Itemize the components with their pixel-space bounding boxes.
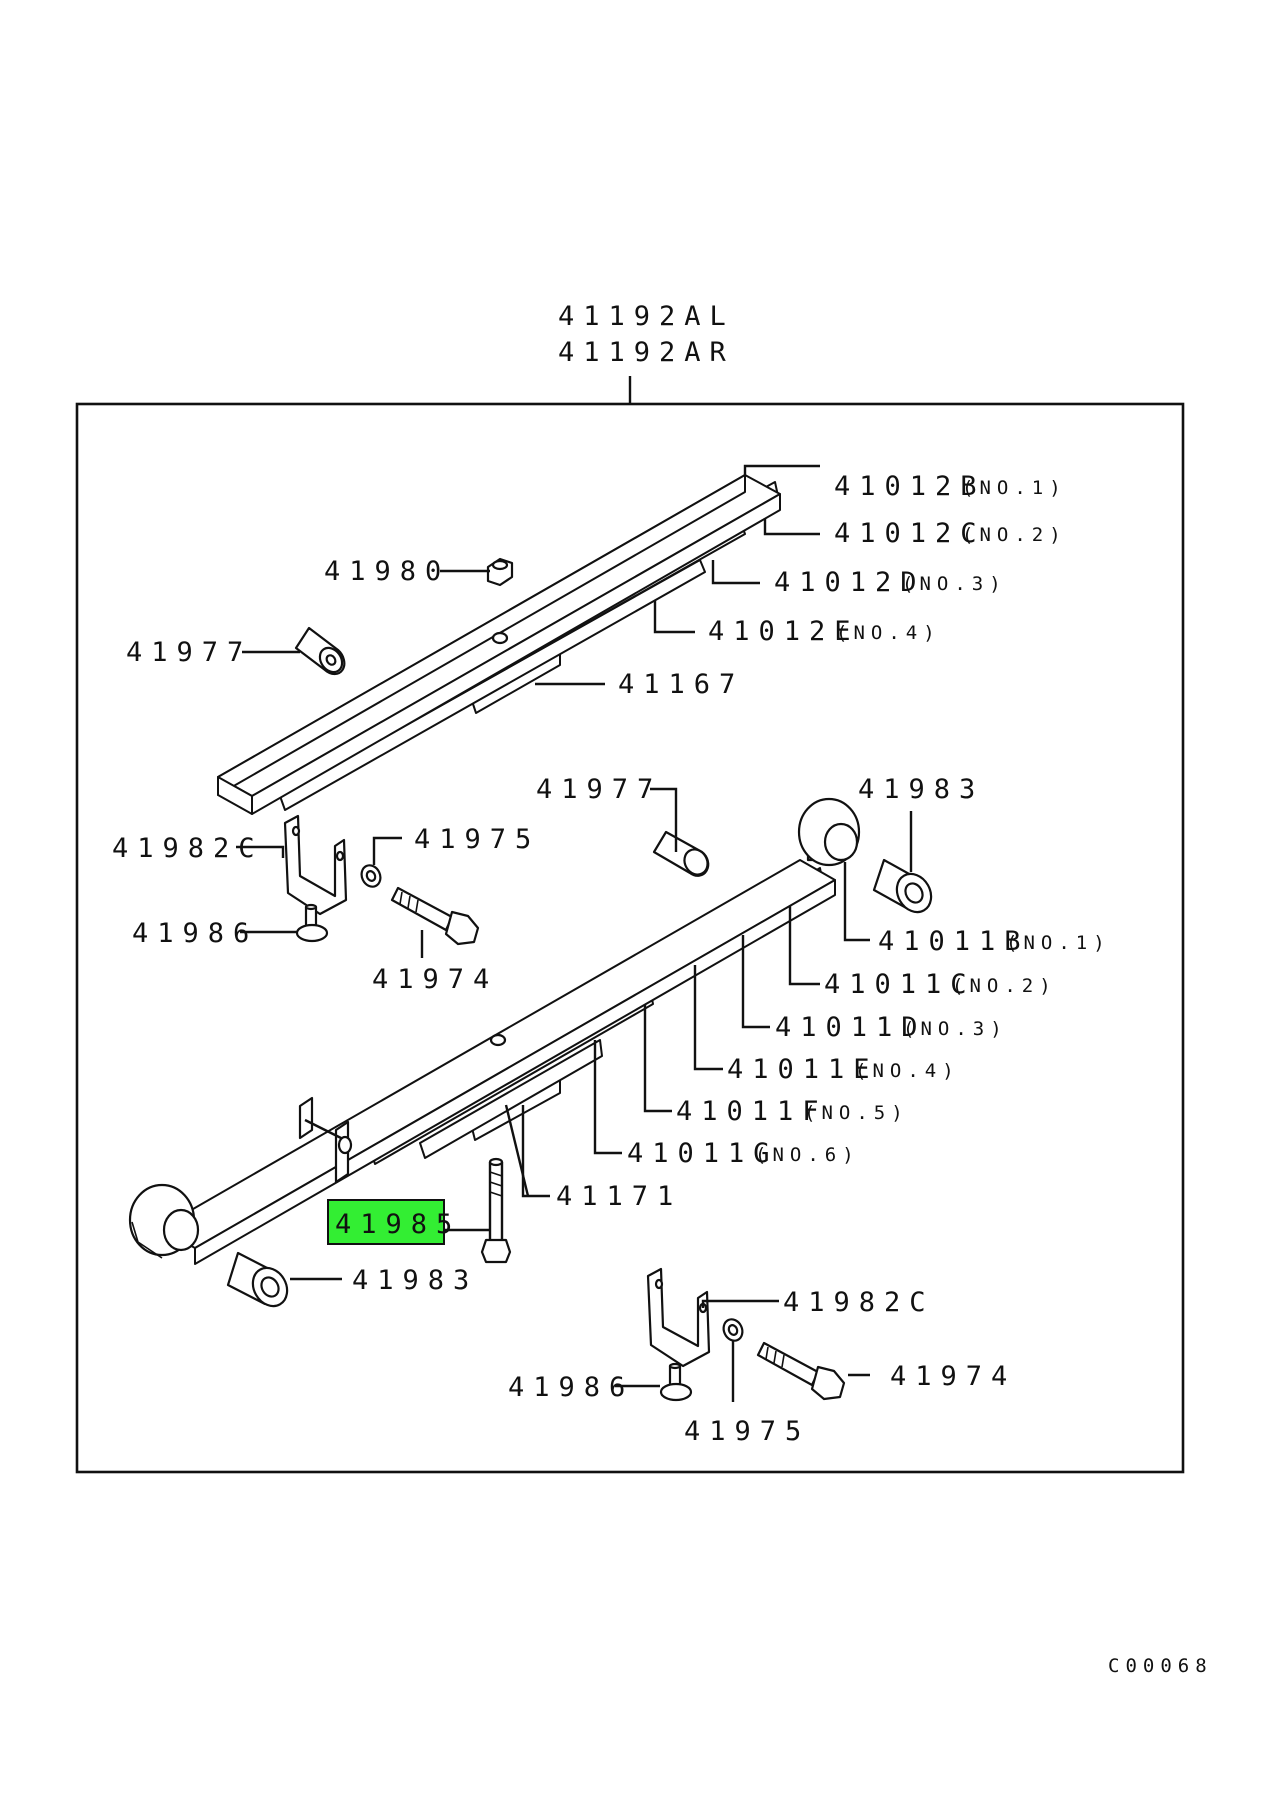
label-41986-left[interactable]: 41986 <box>132 918 258 949</box>
highlight-41985 <box>327 1199 445 1245</box>
label-41192AR[interactable]: 41192AR <box>558 337 735 368</box>
lower-leaf-spring <box>128 797 861 1265</box>
nut-41980-part <box>486 557 514 587</box>
label-41975-right[interactable]: 41975 <box>684 1416 810 1447</box>
label-41974-right[interactable]: 41974 <box>890 1361 1016 1392</box>
label-41012C[interactable]: 41012C <box>834 518 986 549</box>
label-41011F[interactable]: 41011F <box>676 1096 828 1127</box>
label-41977-lower[interactable]: 41977 <box>536 774 662 805</box>
leader-lines <box>236 464 913 1402</box>
label-41171[interactable]: 41171 <box>556 1181 682 1212</box>
label-41982C-left[interactable]: 41982C <box>112 833 264 864</box>
label-41012B-note: (NO.1) <box>962 477 1067 499</box>
center-bolt-41985-part <box>480 1157 512 1264</box>
bushing-41977-upper-part <box>294 626 346 676</box>
label-41980[interactable]: 41980 <box>324 556 450 587</box>
spacer-41977-lower-part <box>652 830 710 877</box>
label-41011B-note: (NO.1) <box>1006 932 1111 954</box>
label-41011B[interactable]: 41011B <box>878 926 1030 957</box>
label-41011C[interactable]: 41011C <box>824 969 976 1000</box>
label-41975-left[interactable]: 41975 <box>414 824 540 855</box>
label-41011G-note: (NO.6) <box>755 1144 860 1166</box>
label-41012D[interactable]: 41012D <box>774 567 926 598</box>
label-41011E-note: (NO.4) <box>855 1060 960 1082</box>
label-41011F-note: (NO.5) <box>804 1102 909 1124</box>
bushing-41983-right-part <box>872 858 933 914</box>
label-41986-right[interactable]: 41986 <box>508 1372 634 1403</box>
bushing-41983-left-part <box>226 1251 289 1308</box>
label-41011D[interactable]: 41011D <box>775 1012 927 1043</box>
label-41012C-note: (NO.2) <box>962 524 1067 546</box>
label-41011G[interactable]: 41011G <box>627 1138 779 1169</box>
label-41011C-note: (NO.2) <box>952 975 1057 997</box>
label-41985[interactable]: 41985 <box>335 1209 461 1240</box>
label-41012E-note: (NO.4) <box>836 622 941 644</box>
upper-leaf-spring <box>217 474 781 815</box>
spring-clip-mounted <box>298 1096 353 1184</box>
label-41012B[interactable]: 41012B <box>834 471 986 502</box>
label-41982C-right[interactable]: 41982C <box>783 1287 935 1318</box>
label-41167[interactable]: 41167 <box>618 669 744 700</box>
label-41192AL[interactable]: 41192AL <box>558 301 735 332</box>
label-41983-left[interactable]: 41983 <box>352 1265 478 1296</box>
label-41012E[interactable]: 41012E <box>708 616 860 647</box>
label-41012D-note: (NO.3) <box>902 573 1007 595</box>
label-41011D-note: (NO.3) <box>903 1018 1008 1040</box>
label-41974-left[interactable]: 41974 <box>372 964 498 995</box>
clip-right-parts <box>646 1267 846 1402</box>
label-41011E[interactable]: 41011E <box>727 1054 879 1085</box>
label-41977-upper[interactable]: 41977 <box>126 637 252 668</box>
label-41983-right[interactable]: 41983 <box>858 774 984 805</box>
figure-code: C00068 <box>1108 1655 1213 1677</box>
